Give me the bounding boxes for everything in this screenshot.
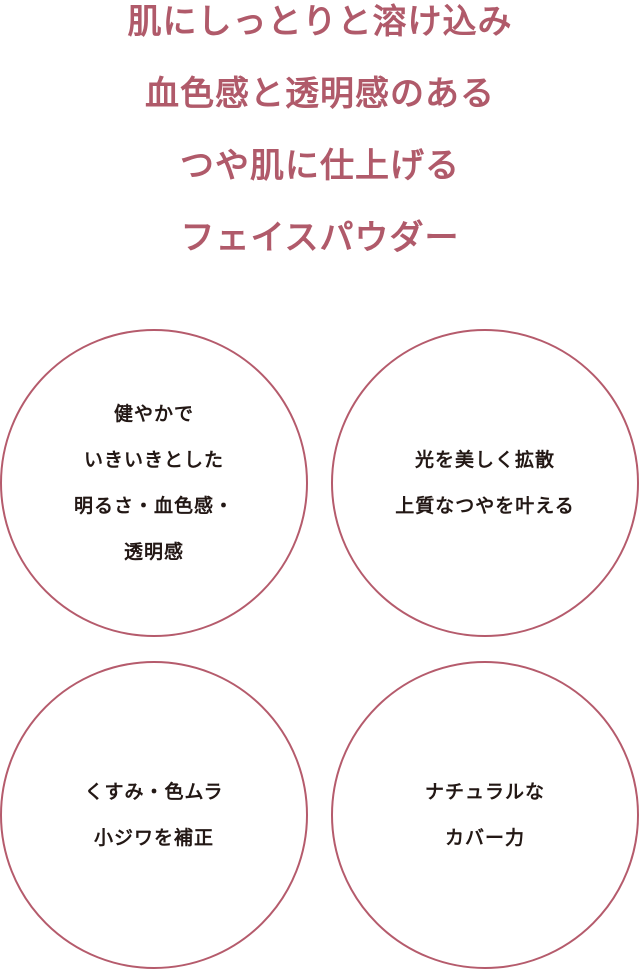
feature-text: 小ジワを補正 xyxy=(93,827,214,849)
feature-circle-glow: 光を美しく拡散 上質なつやを叶える xyxy=(331,329,639,637)
feature-text: 明るさ・血色感・ xyxy=(73,495,234,517)
headline-line-2: 血色感と透明感のある xyxy=(145,74,495,114)
feature-circle-coverage: ナチュラルな カバー力 xyxy=(331,661,639,969)
feature-text: ナチュラルな xyxy=(424,781,545,803)
feature-text: くすみ・色ムラ xyxy=(84,781,224,803)
feature-text: 健やかで xyxy=(113,403,194,425)
feature-text: 透明感 xyxy=(123,541,184,563)
headline-line-4: フェイスパウダー xyxy=(180,218,460,258)
headline-line-1: 肌にしっとりと溶け込み xyxy=(127,2,513,42)
feature-text: いきいきとした xyxy=(83,449,224,471)
feature-circle-correction: くすみ・色ムラ 小ジワを補正 xyxy=(0,661,308,969)
feature-text: カバー力 xyxy=(444,827,525,849)
feature-text: 上質なつやを叶える xyxy=(395,495,575,517)
headline: 肌にしっとりと溶け込み 血色感と透明感のある つや肌に仕上げる フェイスパウダー xyxy=(0,0,640,286)
headline-line-3: つや肌に仕上げる xyxy=(180,146,460,186)
feature-text: 光を美しく拡散 xyxy=(414,449,555,471)
feature-circle-radiance: 健やかで いきいきとした 明るさ・血色感・ 透明感 xyxy=(0,329,308,637)
